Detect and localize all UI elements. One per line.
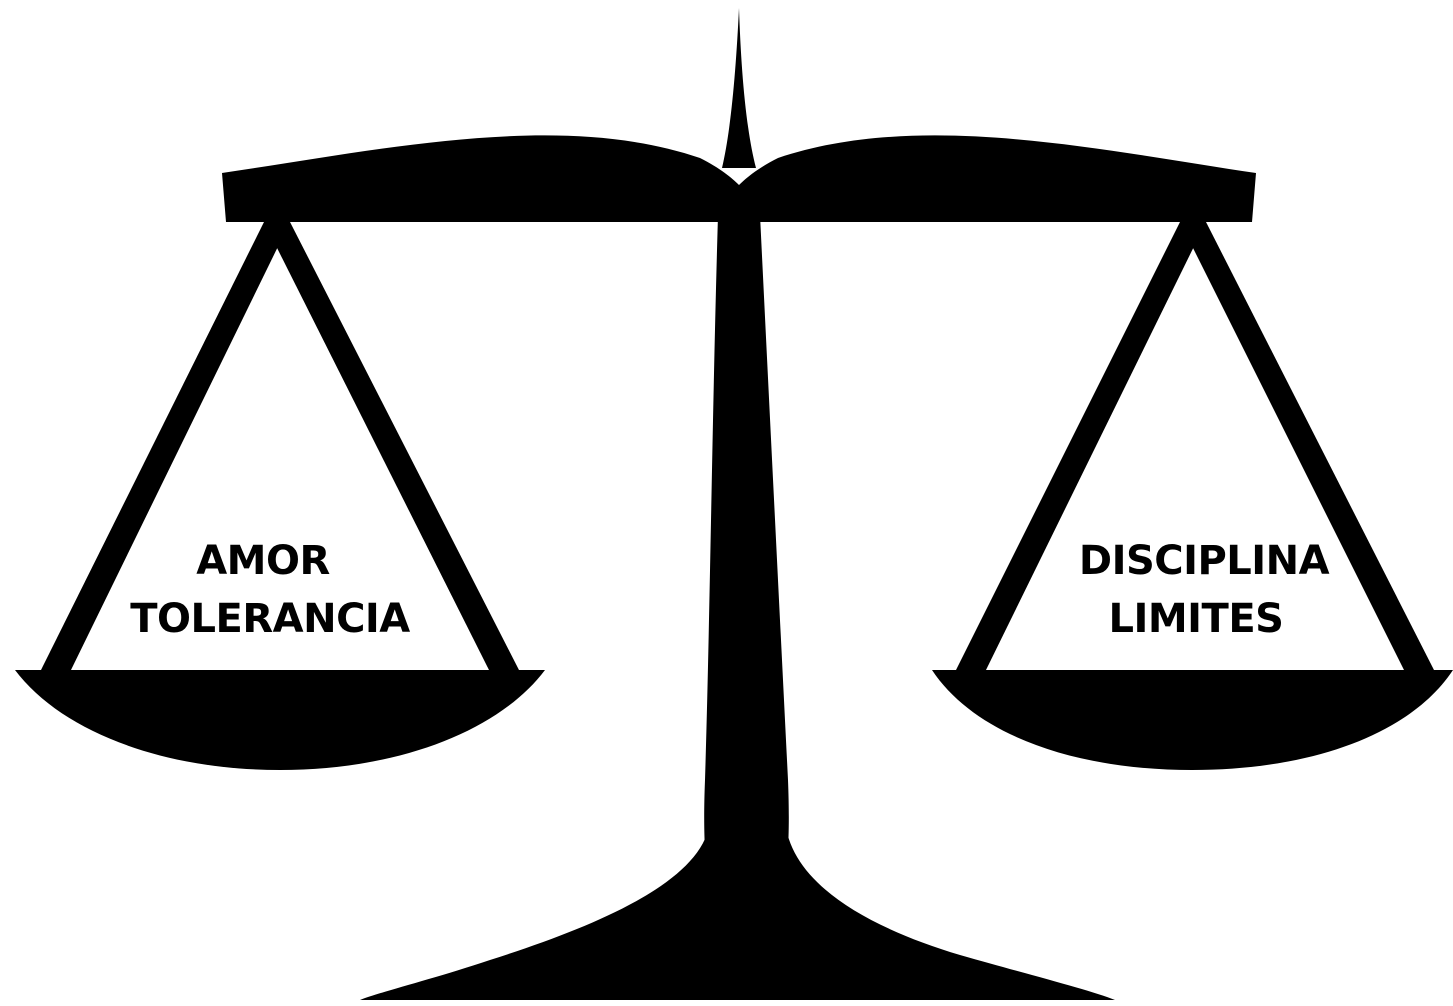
scale-needle <box>722 8 756 168</box>
left-pan-label: AMOR TOLERANCIA <box>130 538 410 642</box>
left-pan-bowl <box>15 670 545 770</box>
left-pan-label-line1: AMOR <box>196 538 330 584</box>
right-pan-label: DISCIPLINA LIMITES <box>1079 538 1330 642</box>
scale-pillar <box>704 215 789 880</box>
right-pan-label-line1: DISCIPLINA <box>1079 538 1330 584</box>
right-pan-label-line2: LIMITES <box>1109 596 1284 642</box>
left-pan-label-line2: TOLERANCIA <box>130 596 410 642</box>
right-pan-bowl <box>932 670 1453 770</box>
